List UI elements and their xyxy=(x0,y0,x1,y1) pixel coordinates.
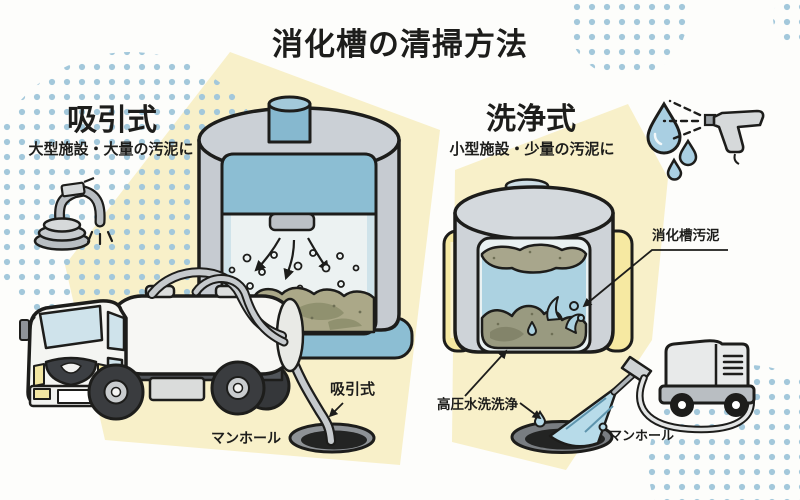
tank-sludge-dark-2 xyxy=(300,302,344,321)
headlight-left xyxy=(33,388,51,400)
tank-sludge-label: 消化槽汚泥 xyxy=(652,228,720,243)
spray-dashes xyxy=(662,99,702,142)
jet-droplet-2 xyxy=(598,422,608,432)
water-drop-small-1 xyxy=(678,138,698,167)
nozzle-bell-1 xyxy=(42,217,82,233)
nozzle-connector xyxy=(60,181,86,198)
tank-window-glass-tint-right xyxy=(367,214,374,332)
page-title: 消化槽の清掃方法 xyxy=(272,27,528,62)
bottom-sludge-dark xyxy=(490,326,524,342)
suction-nozzle-icon xyxy=(33,176,114,251)
washing-section-subheading: 小型施設・少量の汚泥に xyxy=(449,141,615,158)
license-plate xyxy=(57,389,91,404)
leader-washing-to-tank xyxy=(464,349,508,397)
suction-lines xyxy=(86,230,114,246)
small-tank-top xyxy=(453,185,615,241)
vacuum-truck-illustration xyxy=(19,267,305,421)
dot-pattern-top-center xyxy=(567,0,687,78)
label-leader-lines xyxy=(328,249,728,420)
washer-body xyxy=(664,339,750,390)
suction-section-heading: 吸引式 xyxy=(67,104,157,137)
high-pressure-washing-label: 高圧水洗洗浄 xyxy=(437,397,518,412)
manhole-label-right: マンホール xyxy=(609,428,675,443)
sludge-speckles-small xyxy=(492,250,562,336)
manhole-label-left: マンホール xyxy=(211,430,281,446)
grille-emblem xyxy=(60,362,82,374)
spray-nozzle xyxy=(268,212,316,232)
floating-scum xyxy=(480,243,588,274)
water-drop-large xyxy=(646,101,682,155)
washer-hose xyxy=(636,374,755,434)
tank-inner-water-band xyxy=(220,152,378,216)
leader-sludge-label xyxy=(582,249,728,308)
splashes xyxy=(527,296,585,336)
leader-washing-to-jet xyxy=(519,402,542,420)
washing-section-heading: 洗浄式 xyxy=(486,103,576,136)
side-toolbox xyxy=(148,376,206,402)
truck-hoses xyxy=(147,267,289,347)
suction-section-subheading: 大型施設・大量の汚泥に xyxy=(28,141,194,158)
suction-hose-label: 吸引式 xyxy=(330,381,376,398)
pressure-washer-illustration xyxy=(636,339,756,434)
windshield xyxy=(38,304,104,350)
spray-gun-icon xyxy=(662,99,765,165)
water-jet-illustration xyxy=(533,355,653,448)
water-drops-icon xyxy=(646,101,698,181)
side-window-upper xyxy=(106,310,126,352)
mirror xyxy=(19,319,30,341)
small-digestion-tank-illustration xyxy=(442,178,634,354)
tank-sludge-dark-3 xyxy=(328,318,362,330)
leader-hose-label xyxy=(328,402,344,418)
fog-panel-left xyxy=(33,363,45,387)
water-drop-small-2 xyxy=(666,157,683,181)
tank-window-glass-tint-left xyxy=(224,214,231,332)
washer-vents xyxy=(722,354,744,376)
gun-body xyxy=(712,109,765,154)
dot-pattern-top-right-corner xyxy=(773,0,800,45)
suction-hose-into-manhole xyxy=(280,338,337,447)
tank-cap-top xyxy=(267,95,312,113)
